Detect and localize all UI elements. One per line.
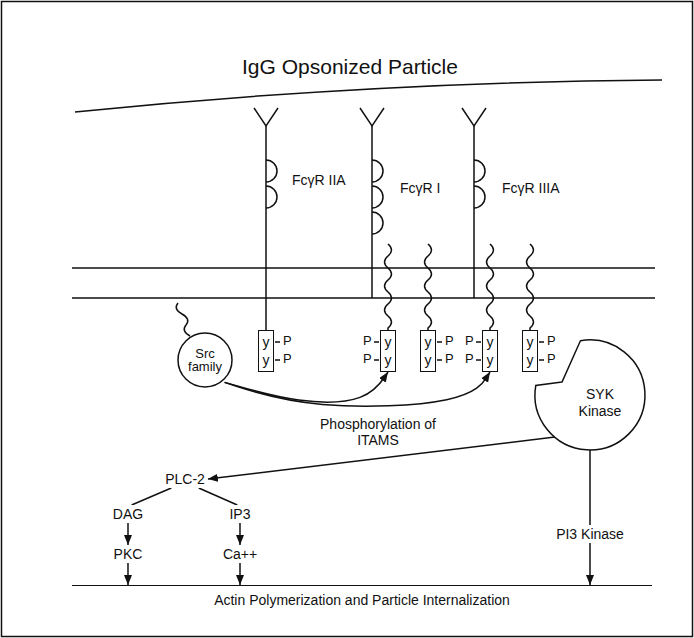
signal-arrow (239, 523, 241, 545)
signal-arrow (199, 488, 238, 505)
gamma-chain (487, 244, 494, 330)
signal-arrow (132, 488, 172, 505)
node-text: DAG (113, 505, 143, 523)
igg-antibody (462, 108, 486, 126)
signal-arrow (239, 563, 241, 585)
node-text: y (421, 351, 435, 369)
phospho-mark: P (363, 333, 372, 349)
node-text: Src family (181, 347, 229, 373)
molecule-node: IP3 (226, 505, 253, 523)
molecule-node: Ca++ (220, 545, 260, 563)
molecule-node: PI3 Kinase (553, 525, 627, 543)
gamma-chain (527, 244, 534, 330)
phospho-mark: P (363, 351, 372, 367)
outcome-band: Actin Polymerization and Particle Intern… (72, 585, 652, 609)
cell-membrane (72, 268, 655, 298)
node-text: y (381, 351, 395, 369)
receptor-chain (265, 126, 267, 330)
gamma-chain (385, 244, 392, 330)
signal-arrow (589, 450, 591, 525)
igg-antibody (360, 108, 384, 126)
phospho-mark: P (445, 333, 454, 349)
kinase-outline (535, 340, 645, 450)
receptor-label: FcγR I (400, 180, 440, 196)
signal-arrow (225, 372, 388, 402)
itam-box: yy (522, 330, 538, 372)
node-text: y (483, 351, 497, 369)
itam-box: yy (420, 330, 436, 372)
node-text: y (421, 333, 435, 351)
phospho-mark: P (445, 351, 454, 367)
molecule-node: PLC-2 (162, 470, 208, 488)
node-text: SYK Kinase (570, 386, 630, 420)
itam-box: yy (258, 330, 274, 372)
node-text: PLC-2 (165, 470, 205, 488)
molecule-node: DAG (110, 505, 146, 523)
phosphate-bond (275, 342, 544, 360)
signal-arrow (225, 372, 490, 406)
node-text: PI3 Kinase (556, 525, 624, 543)
node-text: y (259, 333, 273, 351)
receptor-label: FcγR IIIA (502, 180, 560, 196)
particle-surface (75, 80, 662, 112)
node-text: Actin Polymerization and Particle Intern… (72, 591, 652, 609)
node-text: y (483, 333, 497, 351)
itam-box: yy (482, 330, 498, 372)
node-text: IP3 (229, 505, 250, 523)
signal-arrow (127, 523, 129, 545)
igg-antibody (254, 108, 278, 126)
node-text: Ca++ (223, 545, 257, 563)
receptor-chain (473, 126, 475, 298)
molecule-node: PKC (111, 545, 146, 563)
process-label: Phosphorylation of ITAMS (319, 416, 437, 448)
receptor-label: FcγR IIA (292, 172, 346, 188)
signal-arrow (589, 543, 591, 585)
node-text: PKC (114, 545, 143, 563)
phospho-mark: P (547, 351, 556, 367)
phospho-mark: P (283, 333, 292, 349)
node-text: y (259, 351, 273, 369)
ig-domain (474, 160, 485, 208)
figure-title: IgG Opsonized Particle (242, 55, 458, 79)
phospho-mark: P (547, 333, 556, 349)
node-text: y (523, 333, 537, 351)
phospho-mark: P (283, 351, 292, 367)
kinase-circle: Src family (177, 332, 233, 388)
node-text: y (381, 333, 395, 351)
node-text: y (523, 351, 537, 369)
ig-domain (266, 160, 277, 208)
ig-domain (372, 160, 383, 234)
gamma-chain (425, 244, 432, 330)
phospho-mark: P (465, 351, 474, 367)
phospho-mark: P (465, 333, 474, 349)
signal-arrow (127, 563, 129, 585)
itam-box: yy (380, 330, 396, 372)
circle-outline (178, 333, 232, 387)
membrane-anchor (176, 303, 190, 336)
